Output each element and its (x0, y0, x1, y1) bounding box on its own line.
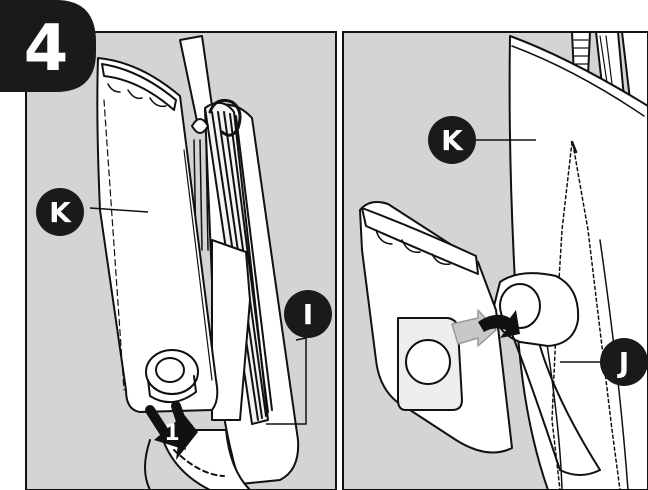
callout-i-label: I (303, 298, 313, 331)
callout-k-right: K (428, 116, 476, 164)
step-number: 4 (24, 12, 69, 86)
callout-k-right-label: K (441, 124, 464, 157)
callout-j-label: J (617, 346, 629, 379)
callout-j: J (600, 338, 648, 386)
callout-i: I (284, 290, 332, 338)
step-number-badge: 4 (0, 0, 96, 92)
action-number: 1 (164, 421, 179, 446)
callout-k-left: K (36, 188, 84, 236)
callout-k-left-label: K (49, 196, 72, 229)
